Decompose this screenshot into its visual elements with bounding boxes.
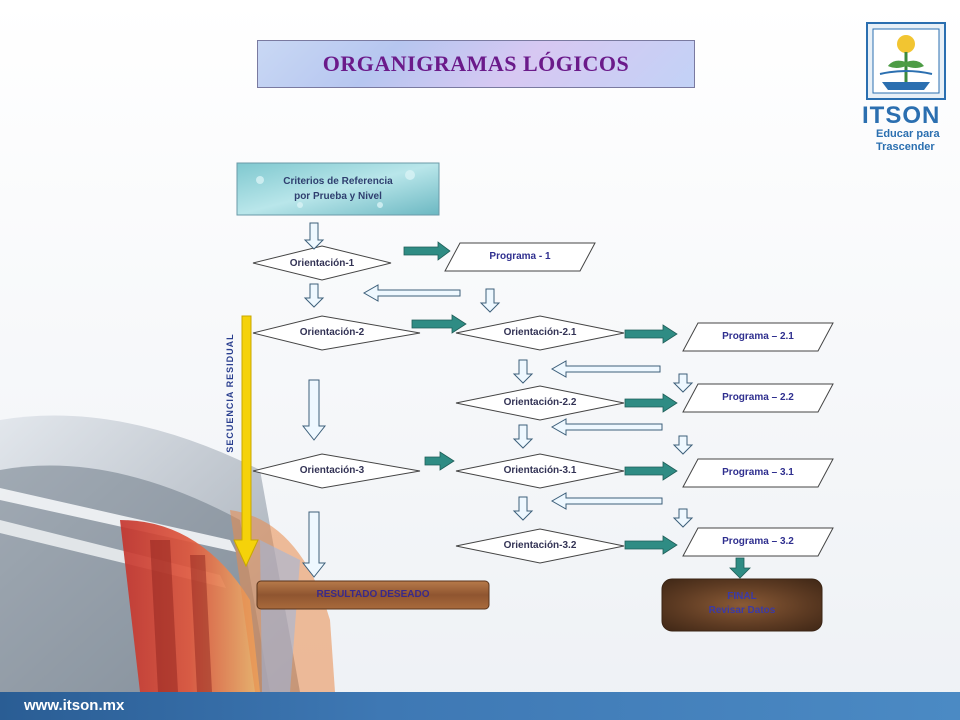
down-arrow-o22-o31 — [512, 424, 534, 449]
footer-bar — [0, 692, 960, 720]
programa-3-1-shape — [682, 458, 834, 488]
return-arrow-4 — [550, 492, 663, 510]
orientacion-3-1-label: Orientación-3.1 — [503, 465, 577, 476]
orientacion-3-shape — [252, 453, 421, 489]
programa-1-label: Programa - 1 — [489, 251, 551, 262]
itson-logo-emblem — [866, 22, 946, 100]
criterios-label-line1: Criterios de Referencia — [283, 176, 393, 187]
programa-3-2-shape — [682, 527, 834, 557]
down-arrow-p1-o21 — [479, 288, 501, 313]
secuencia-residual-label: SECUENCIA RESIDUAL — [225, 333, 235, 453]
programa-2-1-label: Programa – 2.1 — [722, 331, 794, 342]
arrow-p32-final — [729, 557, 751, 579]
return-arrow-1 — [362, 284, 461, 302]
programa-3-1-label: Programa – 3.1 — [722, 467, 794, 478]
orientacion-2-2-shape — [455, 385, 625, 421]
title-box: ORGANIGRAMAS LÓGICOS — [257, 40, 695, 88]
orientacion-3-label: Orientación-3 — [299, 465, 365, 476]
orientacion-1-shape — [252, 245, 392, 281]
criterios-label-line2: por Prueba y Nivel — [294, 191, 382, 202]
orientacion-2-2-label: Orientación-2.2 — [503, 397, 577, 408]
footer-url: www.itson.mx — [24, 697, 125, 714]
arrow-o21-p21 — [624, 324, 678, 344]
programa-3-2-label: Programa – 3.2 — [722, 536, 794, 547]
down-arrow-crit-o1 — [303, 222, 325, 250]
down-arrow-p21-p22 — [672, 373, 694, 393]
logo-tagline-1: Educar para — [876, 128, 940, 140]
residual-arrow — [233, 315, 259, 568]
final-label-line1: FINAL — [727, 591, 757, 602]
down-arrow-o21-o22 — [512, 359, 534, 384]
orientacion-3-2-label: Orientación-3.2 — [503, 540, 577, 551]
arrow-o2-o21 — [411, 314, 467, 334]
page-title: ORGANIGRAMAS LÓGICOS — [322, 51, 630, 76]
orientacion-2-1-shape — [455, 315, 625, 351]
down-arrow-p31-p32 — [672, 508, 694, 528]
orientacion-3-1-shape — [455, 453, 625, 489]
down-arrow-o2-o3 — [301, 379, 327, 441]
arrow-o22-p22 — [624, 393, 678, 413]
orientacion-2-1-label: Orientación-2.1 — [503, 327, 577, 338]
programa-2-2-shape — [682, 383, 834, 413]
down-arrow-o1-o2 — [303, 283, 325, 308]
logo-tagline-2: Trascender — [876, 141, 935, 153]
return-arrow-2 — [550, 360, 661, 378]
arrow-o31-p31 — [624, 461, 678, 481]
final-box — [661, 578, 823, 632]
orientacion-1-label: Orientación-1 — [289, 258, 355, 269]
orientacion-3-2-shape — [455, 528, 625, 564]
resultado-label: RESULTADO DESEADO — [316, 589, 430, 600]
resultado-box — [256, 580, 490, 610]
arrow-o3-o31 — [424, 451, 455, 471]
final-label-line2: Revisar Datos — [708, 605, 776, 616]
arrow-o32-p32 — [624, 535, 678, 555]
logo-name: ITSON — [862, 102, 941, 129]
orientacion-2-shape — [252, 315, 421, 351]
criterios-box — [236, 162, 440, 216]
programa-1-shape — [444, 242, 596, 272]
arrow-o1-p1 — [403, 241, 451, 261]
down-arrow-o3-res — [301, 511, 327, 578]
down-arrow-o31-o32 — [512, 496, 534, 521]
programa-2-2-label: Programa – 2.2 — [722, 392, 794, 403]
programa-2-1-shape — [682, 322, 834, 352]
return-arrow-3 — [550, 418, 663, 436]
orientacion-2-label: Orientación-2 — [299, 327, 365, 338]
down-arrow-p22-p31 — [672, 435, 694, 455]
